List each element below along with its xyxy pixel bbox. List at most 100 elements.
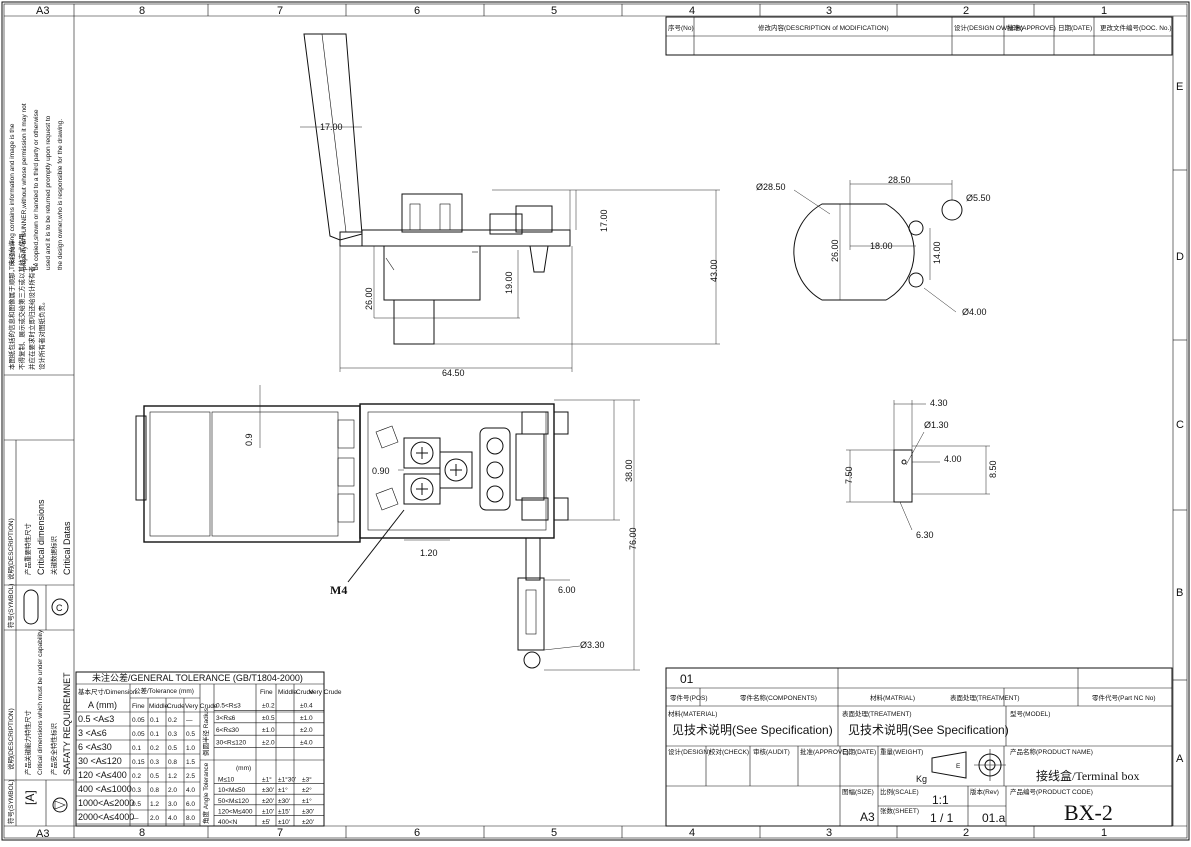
row-letter: C (1176, 419, 1184, 431)
angle-head: (mm) (236, 765, 251, 772)
dim-0-90: 0.90 (372, 466, 390, 476)
tol-cell: 0.15 (132, 759, 145, 766)
radius-cell: 6<R≤30 (216, 727, 239, 734)
hole-4-00 (908, 272, 924, 288)
tol-cell: 2.0 (150, 815, 159, 822)
dim-8-50: 8.50 (988, 460, 998, 478)
notice-line: This drawing contains information and im… (9, 123, 16, 270)
desc-header: 说明(DESCRIPTION) (6, 518, 15, 580)
notice-line: used and it is to be returned promptly u… (45, 115, 52, 270)
size-value: A3 (860, 810, 875, 824)
treatment-label: 表面处理(TREATMENT) (842, 709, 912, 718)
oval-symbol-icon (23, 589, 39, 625)
crude-header: Crude (167, 703, 185, 710)
tol-cell: 2000<A≤4000 (78, 812, 134, 822)
screw-center-icon (444, 458, 468, 482)
angle-cell: ±1° (302, 797, 312, 805)
angle-cell: ±5' (262, 819, 270, 826)
revision-table: 序号(No) 修改内容(DESCRIPTION of MODIFICATION)… (665, 16, 1173, 56)
angle-cell: ±20' (302, 819, 314, 826)
col-number: 1 (1101, 827, 1107, 839)
tolerance-title: 未注公差/GENERAL TOLERANCE (GB/T1804-2000) (92, 672, 303, 683)
product-code: BX-2 (1064, 800, 1113, 825)
row-letter: E (1176, 81, 1183, 93)
radius-cell: 3<R≤6 (216, 715, 236, 722)
angle-cell: ±10' (262, 808, 274, 815)
radius-cell: ±4.0 (300, 740, 313, 747)
dim-4-30: 4.30 (930, 398, 948, 408)
front-socket (401, 193, 463, 233)
radius-cell: 0.5<R≤3 (216, 702, 241, 709)
material-header: 材料(MATRIAL) (870, 693, 915, 702)
tol-cell: 0.5 <A≤3 (78, 714, 114, 724)
col-number: 8 (139, 5, 145, 17)
confidentiality-notice: 本图纸包括的信息和图像属于顺那，未经允许 不得复制、展示或交给第三方或以其他方式… (4, 103, 74, 376)
angle-cell: ±3° (302, 776, 312, 784)
dim-7-50: 7.50 (844, 466, 854, 484)
col-number: 2 (963, 5, 969, 17)
dim-6-00: 6.00 (558, 585, 576, 595)
hole-upper (908, 220, 924, 236)
vcrude-header: Very Crude (185, 703, 218, 710)
col-number: 5 (551, 827, 557, 839)
symbol-header: 符号(SYMBOL) (6, 584, 15, 628)
critical-en: Critical dimensions (36, 499, 46, 575)
dim-28-50: 28.50 (888, 175, 911, 185)
dimension-header: 基本尺寸/Dimension (78, 687, 137, 696)
part-no-header: 零件代号(Part NC No) (1092, 693, 1156, 702)
dim-dia-28-50: Ø28.50 (756, 182, 786, 192)
tol-cell: 2.5 (186, 773, 195, 780)
tol-cell: 1000<A≤2000 (78, 798, 134, 808)
tol-cell: 400 <A≤1000 (78, 784, 132, 794)
col-number: 7 (277, 827, 283, 839)
check-label: 校对(CHECK) (709, 747, 749, 756)
material-label: 材料(MATERIAL) (668, 709, 717, 718)
tol-cell: 0.5 (186, 731, 195, 738)
sheet-label: 张数(SHEET) (880, 806, 919, 815)
angle-cell: ±30' (302, 808, 314, 815)
dim-19: 19.00 (504, 271, 514, 294)
rev-col-doc: 更改文件编号(DOC. No.) (1100, 23, 1172, 32)
r-fine-header: Fine (260, 689, 273, 696)
dim-64-50: 64.50 (442, 368, 465, 378)
dim-26: 26.00 (364, 287, 374, 310)
tol-cell: 30 <A≤120 (78, 756, 122, 766)
tol-cell: 3.0 (168, 801, 177, 808)
col-number: 4 (689, 827, 695, 839)
tolerance-table: 未注公差/GENERAL TOLERANCE (GB/T1804-2000) 基… (75, 671, 342, 827)
angle-label: 角度 Angle Tolerance (201, 762, 210, 824)
angle-cell: ±30' (278, 798, 290, 805)
dim-dia-1-30: Ø1.30 (924, 420, 949, 430)
row-no: 01 (680, 672, 694, 686)
fine-header: Fine (132, 703, 145, 710)
pos-header: 零件号(POS) (670, 693, 708, 702)
tol-cell: 0.5 (168, 745, 177, 752)
col-number: 6 (414, 5, 420, 17)
tol-cell: 0.5 (132, 801, 141, 808)
tol-cell: 0.8 (168, 759, 177, 766)
cable-connector (517, 577, 545, 651)
col-number: 3 (826, 827, 832, 839)
tol-cell: 1.0 (186, 745, 195, 752)
dim-76: 76.00 (628, 527, 638, 550)
tol-cell: 0.05 (132, 731, 145, 738)
dim-1-20: 1.20 (420, 548, 438, 558)
dim-43: 43.00 (709, 259, 719, 282)
tol-cell: 1.2 (150, 801, 159, 808)
safety-req-en: SAFATY REQUIREMNET (62, 672, 72, 775)
tol-cell: 0.2 (150, 745, 159, 752)
rev-col-no: 序号(No) (668, 23, 694, 32)
screw-m4-icon (410, 477, 434, 501)
angle-cell: 10<M≤50 (218, 787, 246, 794)
side-view: Ø28.50 28.50 18.00 26.00 14.00 Ø5.50 Ø4.… (756, 175, 991, 317)
tol-cell: 3 <A≤6 (78, 728, 107, 738)
date-label: 日期(DATE) (842, 748, 876, 756)
rev-value: 01.a (982, 811, 1006, 825)
components-header: 零件名称(COMPONENTS) (740, 693, 817, 702)
sheet-value: 1 / 1 (930, 811, 954, 825)
col-number: 6 (414, 827, 420, 839)
tol-cell: 0.3 (132, 787, 141, 794)
r-vcrude-header: Very Crude (309, 689, 342, 696)
radius-cell: ±2.0 (300, 727, 313, 734)
